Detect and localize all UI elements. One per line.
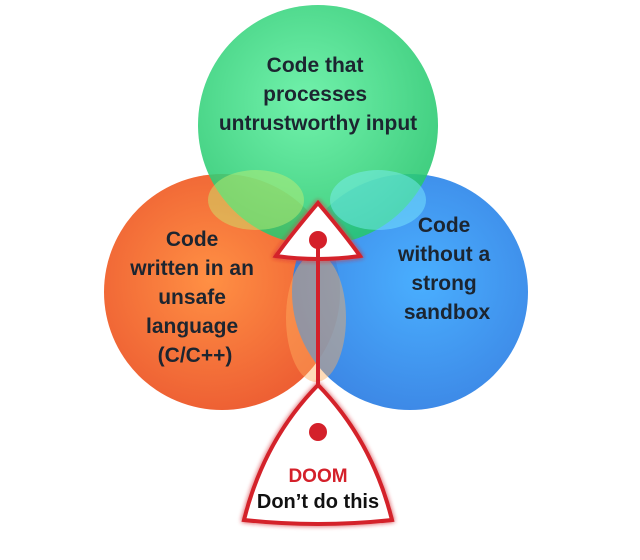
doom-callout: [241, 382, 395, 526]
left-label-line-5: (C/C++): [158, 344, 233, 367]
right-circle-label: Code without a strong sandbox: [397, 214, 496, 324]
top-label-line-3: untrustworthy input: [219, 112, 417, 135]
doom-title: DOOM: [288, 466, 347, 487]
left-label-line-3: unsafe: [158, 286, 226, 309]
right-label-line-1: Code: [418, 214, 471, 237]
doom-text: Don’t do this: [257, 491, 379, 513]
overlap-top-right: [330, 170, 426, 230]
top-label-line-1: Code that: [267, 54, 364, 77]
right-label-line-3: strong: [411, 272, 476, 295]
overlap-top-left: [208, 170, 304, 230]
connector-dot-top: [309, 231, 327, 249]
left-label-line-4: language: [146, 315, 238, 338]
top-circle-label: Code that processes untrustworthy input: [219, 54, 417, 135]
circle-top: [198, 5, 438, 245]
left-label-line-1: Code: [166, 228, 219, 251]
top-label-line-2: processes: [263, 83, 367, 106]
connector-dot-bottom: [309, 423, 327, 441]
right-label-line-2: without a: [397, 243, 490, 266]
left-circle-label: Code written in an unsafe language (C/C+…: [129, 228, 260, 367]
right-label-line-4: sandbox: [404, 301, 491, 324]
left-label-line-2: written in an: [129, 257, 254, 280]
